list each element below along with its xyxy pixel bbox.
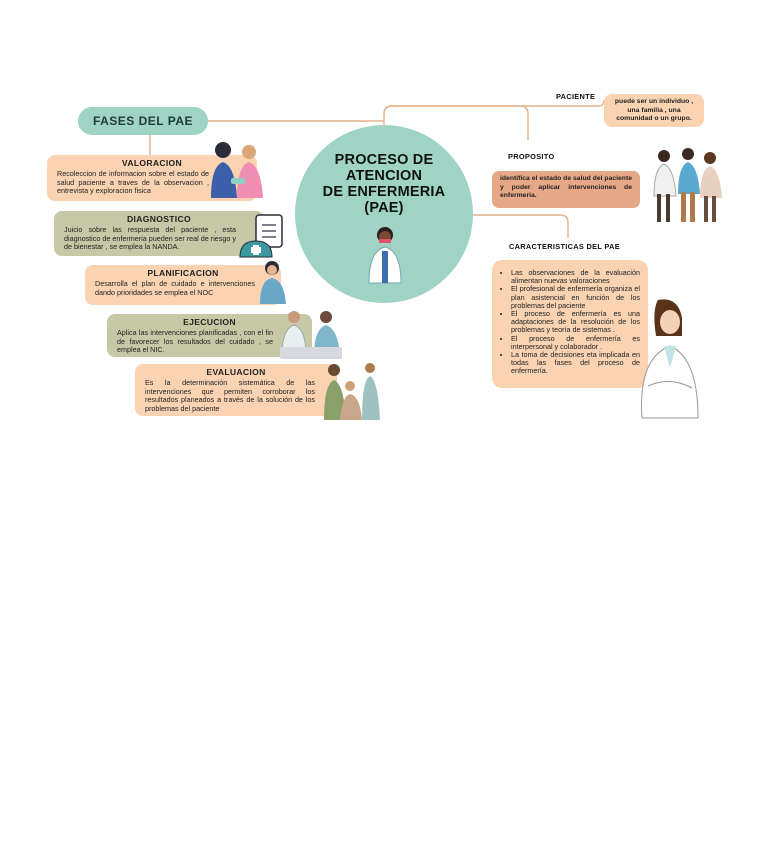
list-item: Las observaciones de la evaluación alime… bbox=[511, 268, 640, 285]
caracteristicas-list: Las observaciones de la evaluación alime… bbox=[500, 268, 640, 376]
phase-card-planificacion: PLANIFICACION Desarrolla el plan de cuid… bbox=[85, 265, 281, 305]
nurse-writing-illustration-icon bbox=[260, 261, 286, 304]
caracteristicas-label: CARACTERISTICAS DEL PAE bbox=[509, 242, 620, 251]
phase-title: PLANIFICACION bbox=[147, 268, 219, 278]
phase-title: VALORACION bbox=[121, 158, 183, 168]
phase-text: Recoleccion de informacion sobre el esta… bbox=[57, 169, 209, 196]
list-item: La toma de decisiones eta implicada en t… bbox=[511, 350, 640, 376]
fases-heading: FASES DEL PAE bbox=[78, 107, 208, 135]
central-topic-circle: PROCESO DE ATENCION DE ENFERMERIA (PAE) bbox=[295, 125, 473, 303]
phase-card-ejecucion: EJECUCION Aplica las intervenciones plan… bbox=[107, 314, 312, 357]
central-topic-title: PROCESO DE ATENCION DE ENFERMERIA (PAE) bbox=[322, 152, 446, 216]
phase-title: DIAGNOSTICO bbox=[127, 214, 191, 224]
list-item: El proceso de enfermería es una adaptaci… bbox=[511, 309, 640, 335]
proposito-label: PROPOSITO bbox=[508, 152, 555, 161]
clipboard-nurse-cap-icon bbox=[239, 214, 283, 258]
caracteristicas-card: Las observaciones de la evaluación alime… bbox=[492, 260, 648, 388]
nurse-illustration-icon bbox=[368, 227, 402, 284]
phase-card-evaluacion: EVALUACION Es la determinación sistemáti… bbox=[135, 364, 337, 416]
caregivers-patient-illustration-icon bbox=[324, 363, 380, 420]
doctor-patient-illustration-icon bbox=[280, 311, 342, 359]
list-item: El proceso de enfermería es interpersona… bbox=[511, 334, 640, 351]
phase-card-diagnostico: DIAGNOSTICO Juicio sobre las respuesta d… bbox=[54, 211, 264, 256]
phase-text: Aplica las intervenciones planificadas ,… bbox=[117, 328, 273, 355]
phase-title: EVALUACION bbox=[206, 367, 266, 377]
healthcare-team-illustration-icon bbox=[653, 148, 722, 222]
phase-text: Desarrolla el plan de cuidado e interven… bbox=[95, 279, 255, 297]
nurse-patient-illustration-icon bbox=[211, 142, 263, 198]
phase-title: EJECUCION bbox=[183, 317, 236, 327]
phase-text: Juicio sobre las respuesta del paciente … bbox=[64, 225, 236, 252]
paciente-card: puede ser un individuo , una familia , u… bbox=[604, 94, 704, 127]
paciente-label: PACIENTE bbox=[556, 92, 596, 101]
doctor-woman-illustration-icon bbox=[641, 299, 699, 419]
proposito-card: identifica el estado de salud del pacien… bbox=[492, 171, 640, 208]
list-item: El profesional de enfermería organiza el… bbox=[511, 285, 640, 310]
phase-text: Es la determinación sistemática de las i… bbox=[145, 378, 315, 413]
